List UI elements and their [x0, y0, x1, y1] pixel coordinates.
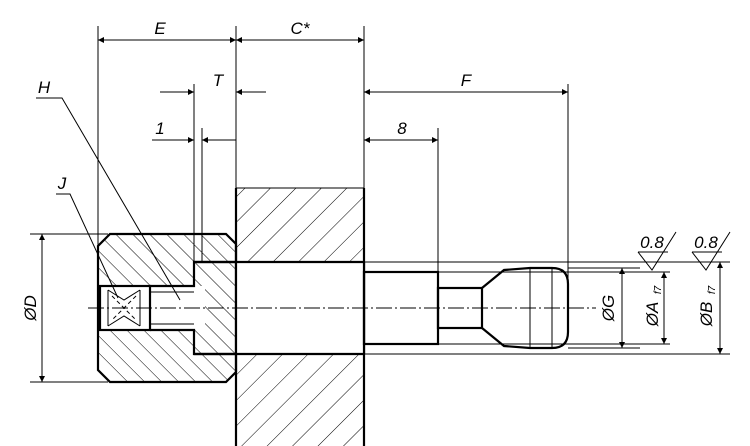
dim-label-t: T	[213, 71, 225, 90]
dim-label-b-group: ØB f7	[697, 285, 718, 327]
dim-label-f: F	[461, 71, 473, 90]
dim-label-1: 1	[155, 119, 164, 138]
wall-section	[234, 187, 366, 446]
dim-label-c: C*	[291, 19, 311, 38]
leader-lines	[36, 97, 181, 301]
dim-label-b: ØB	[697, 302, 716, 328]
dimension-lines	[39, 37, 723, 382]
dim-label-g: ØG	[599, 295, 618, 322]
dim-label-e: E	[154, 19, 166, 38]
labels: E C* T 1 F 8 H J ØD ØG ØA f7 ØB f7 0.8 0…	[21, 19, 718, 327]
dim-tol-a: f7	[653, 285, 664, 294]
leader-label-j: J	[57, 174, 67, 193]
dim-label-8: 8	[397, 119, 407, 138]
dim-label-a: ØA	[643, 302, 662, 328]
dim-label-a-group: ØA f7	[643, 285, 664, 327]
leader-label-h: H	[38, 78, 51, 97]
dim-label-d: ØD	[21, 295, 40, 322]
roughness-label-right: 0.8	[694, 233, 718, 252]
roughness-symbols	[637, 231, 731, 271]
roughness-label-left: 0.8	[640, 233, 664, 252]
extension-lines	[30, 26, 730, 383]
dim-tol-b: f7	[707, 285, 718, 294]
